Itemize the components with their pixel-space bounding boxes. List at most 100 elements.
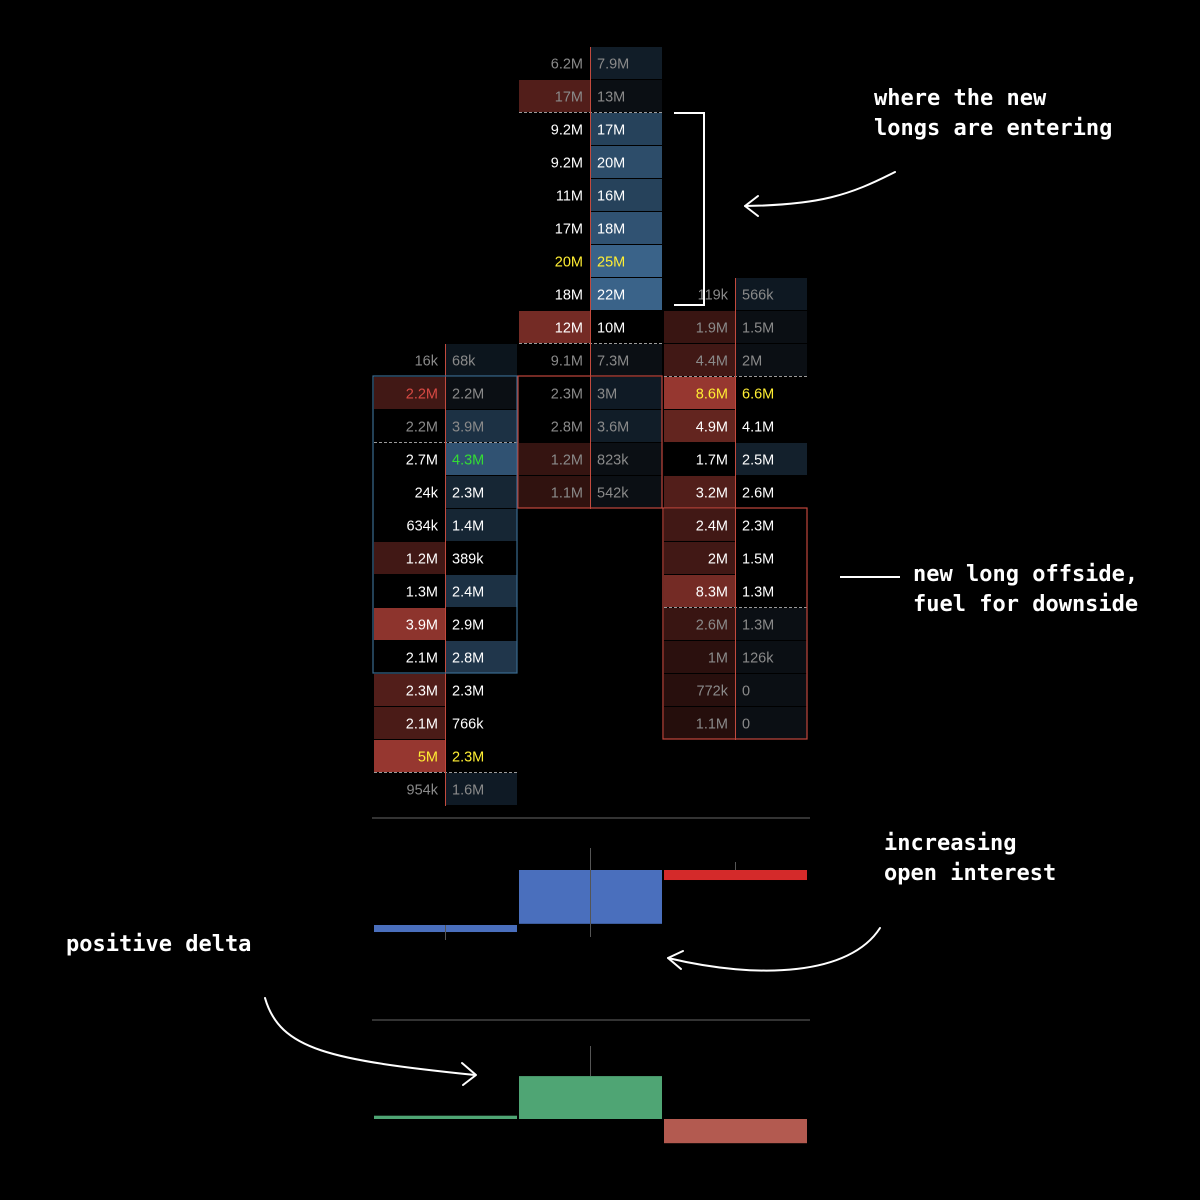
ask-cell bbox=[446, 707, 517, 739]
bid-cell bbox=[664, 542, 735, 574]
bid-cell bbox=[519, 410, 590, 442]
bid-volume-label: 2.6M bbox=[696, 618, 728, 634]
bid-cell bbox=[374, 476, 445, 508]
bid-cell bbox=[519, 311, 590, 343]
annotation-offside: new long offside, fuel for downside bbox=[913, 562, 1139, 617]
bid-cell bbox=[519, 443, 590, 475]
ask-cell bbox=[591, 113, 662, 145]
annotation-new-longs: where the new longs are entering bbox=[874, 86, 1113, 141]
bid-cell bbox=[519, 146, 590, 178]
ask-cell bbox=[591, 80, 662, 112]
ask-cell bbox=[446, 410, 517, 442]
bid-volume-label: 119k bbox=[698, 288, 729, 304]
bid-volume-label: 2.1M bbox=[406, 717, 438, 733]
ask-volume-label: 7.3M bbox=[597, 354, 629, 370]
bid-volume-label: 2.2M bbox=[406, 387, 438, 403]
ask-cell bbox=[446, 377, 517, 409]
ask-cell bbox=[736, 674, 807, 706]
ask-volume-label: 3.9M bbox=[452, 420, 484, 436]
ask-cell bbox=[446, 509, 517, 541]
bid-cell bbox=[664, 509, 735, 541]
ask-volume-label: 3.6M bbox=[597, 420, 629, 436]
ask-cell bbox=[591, 47, 662, 79]
arrow-open-interest-icon bbox=[667, 927, 881, 972]
highlight-box bbox=[517, 375, 663, 509]
bid-cell bbox=[519, 113, 590, 145]
bid-cell bbox=[664, 377, 735, 409]
ask-volume-label: 68k bbox=[452, 354, 476, 370]
bid-volume-label: 1.3M bbox=[406, 585, 438, 601]
bid-cell bbox=[519, 476, 590, 508]
ask-cell bbox=[446, 773, 517, 805]
bid-cell bbox=[664, 608, 735, 640]
ask-volume-label: 0 bbox=[742, 684, 750, 700]
ask-cell bbox=[446, 608, 517, 640]
ask-volume-label: 2.8M bbox=[452, 651, 484, 667]
bid-cell bbox=[519, 245, 590, 277]
bid-volume-label: 24k bbox=[415, 486, 439, 502]
ask-volume-label: 16M bbox=[597, 189, 625, 205]
bid-cell bbox=[374, 377, 445, 409]
bid-cell bbox=[664, 443, 735, 475]
bid-volume-label: 772k bbox=[697, 684, 729, 700]
bid-volume-label: 4.9M bbox=[696, 420, 728, 436]
ask-volume-label: 1.6M bbox=[452, 783, 484, 799]
ask-volume-label: 10M bbox=[597, 321, 625, 337]
ask-cell bbox=[591, 278, 662, 310]
ask-volume-label: 542k bbox=[597, 486, 629, 502]
bid-volume-label: 9.1M bbox=[551, 354, 583, 370]
ask-cell bbox=[736, 641, 807, 673]
highlight-box bbox=[372, 375, 518, 674]
bid-volume-label: 1M bbox=[708, 651, 728, 667]
ask-cell bbox=[591, 146, 662, 178]
bid-cell bbox=[374, 542, 445, 574]
bid-cell bbox=[664, 575, 735, 607]
annotation-open-interest: increasing open interest bbox=[884, 831, 1057, 886]
bid-volume-label: 4.4M bbox=[696, 354, 728, 370]
ask-volume-label: 1.5M bbox=[742, 321, 774, 337]
bid-cell bbox=[664, 641, 735, 673]
ask-volume-label: 389k bbox=[452, 552, 484, 568]
ask-volume-label: 2.3M bbox=[452, 750, 484, 766]
ask-volume-label: 823k bbox=[597, 453, 629, 469]
bid-cell bbox=[374, 509, 445, 541]
bid-volume-label: 1.7M bbox=[696, 453, 728, 469]
ask-cell bbox=[446, 443, 517, 475]
ask-volume-label: 2M bbox=[742, 354, 762, 370]
delta-bar bbox=[519, 1076, 662, 1119]
bid-volume-label: 2.8M bbox=[551, 420, 583, 436]
bid-volume-label: 1.1M bbox=[551, 486, 583, 502]
bid-volume-label: 16k bbox=[415, 354, 439, 370]
ask-cell bbox=[736, 575, 807, 607]
bid-cell bbox=[374, 608, 445, 640]
bid-cell bbox=[664, 344, 735, 376]
bid-volume-label: 3.9M bbox=[406, 618, 438, 634]
ask-volume-label: 4.3M bbox=[452, 453, 484, 469]
ask-cell bbox=[736, 344, 807, 376]
bid-cell bbox=[664, 410, 735, 442]
bid-volume-label: 1.9M bbox=[696, 321, 728, 337]
ask-volume-label: 2.3M bbox=[452, 684, 484, 700]
highlight-box bbox=[662, 507, 808, 740]
bid-volume-label: 2.3M bbox=[551, 387, 583, 403]
arrow-new-longs-icon bbox=[744, 171, 896, 217]
bid-cell bbox=[374, 641, 445, 673]
bid-volume-label: 11M bbox=[556, 189, 583, 205]
ask-volume-label: 2.9M bbox=[452, 618, 484, 634]
bid-cell bbox=[374, 740, 445, 772]
bid-volume-label: 2.2M bbox=[406, 420, 438, 436]
ask-volume-label: 2.4M bbox=[452, 585, 484, 601]
bid-volume-label: 634k bbox=[407, 519, 439, 535]
ask-volume-label: 2.6M bbox=[742, 486, 774, 502]
ask-cell bbox=[446, 476, 517, 508]
ask-cell bbox=[736, 608, 807, 640]
bid-cell bbox=[519, 179, 590, 211]
bid-volume-label: 18M bbox=[555, 288, 583, 304]
ask-cell bbox=[736, 377, 807, 409]
bid-volume-label: 3.2M bbox=[696, 486, 728, 502]
ask-volume-label: 0 bbox=[742, 717, 750, 733]
ask-cell bbox=[736, 278, 807, 310]
ask-cell bbox=[591, 311, 662, 343]
ask-cell bbox=[736, 476, 807, 508]
